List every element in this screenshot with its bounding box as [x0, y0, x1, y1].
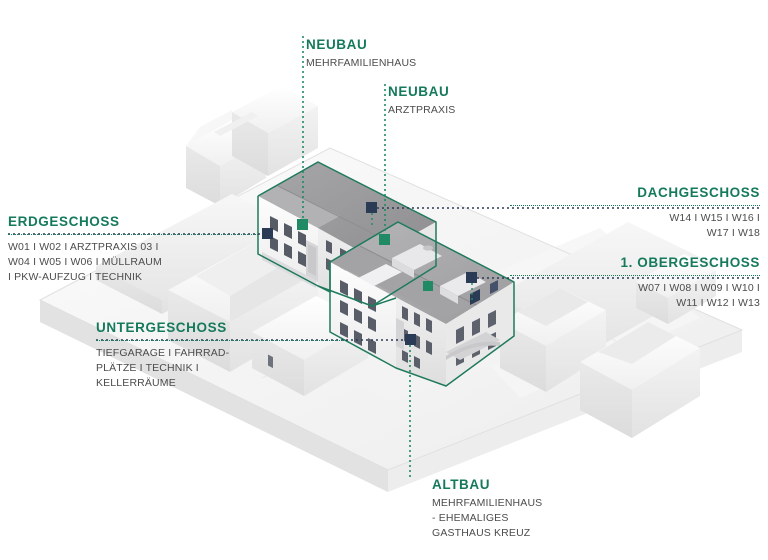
context-buildings-right — [496, 222, 716, 438]
callout-neubau-mehrfamilienhaus: NEUBAU MEHRFAMILIENHAUS — [306, 37, 417, 71]
connector-markers — [262, 202, 477, 345]
callout-body: MEHRFAMILIENHAUS — [306, 56, 417, 69]
callout-title: UNTERGESCHOSS — [96, 320, 227, 335]
callout-untergeschoss: UNTERGESCHOSS TIEFGARAGE I FAHRRAD- PLÄT… — [96, 320, 346, 392]
callout-body: MEHRFAMILIENHAUS - EHEMALIGES GASTHAUS K… — [432, 496, 543, 540]
callout-rule — [8, 233, 258, 235]
callout-title: 1. OBERGESCHOSS — [620, 255, 760, 270]
callout-body: W07 I W08 I W09 I W10 I W11 I W12 I W13 — [638, 281, 760, 310]
callout-rule — [96, 339, 346, 341]
callout-altbau: ALTBAU MEHRFAMILIENHAUS - EHEMALIGES GAS… — [432, 477, 632, 542]
marker-obergeschoss[interactable] — [466, 272, 477, 283]
callout-rule — [510, 204, 760, 206]
callout-title: NEUBAU — [306, 37, 368, 52]
callout-body: TIEFGARAGE I FAHRRAD- PLÄTZE I TECHNIK I… — [96, 346, 230, 390]
callout-body: W01 I W02 I ARZTPRAXIS 03 I W04 I W05 I … — [8, 240, 162, 284]
callout-title: NEUBAU — [388, 84, 450, 99]
marker-building-node[interactable] — [423, 281, 433, 291]
callout-rule — [510, 274, 760, 276]
marker-neubau-arztpraxis[interactable] — [379, 234, 390, 245]
callout-title: ERDGESCHOSS — [8, 214, 120, 229]
callout-erdgeschoss: ERDGESCHOSS W01 I W02 I ARZTPRAXIS 03 I … — [8, 214, 258, 286]
callout-neubau-arztpraxis: NEUBAU ARZTPRAXIS — [388, 84, 456, 118]
callout-dachgeschoss: DACHGESCHOSS W14 I W15 I W16 I W17 I W18 — [510, 185, 760, 241]
callout-obergeschoss: 1. OBERGESCHOSS W07 I W08 I W09 I W10 I … — [510, 255, 760, 311]
callout-body: ARZTPRAXIS — [388, 103, 456, 116]
marker-erdgeschoss[interactable] — [262, 228, 273, 239]
project-outline — [257, 161, 515, 387]
callout-body: W14 I W15 I W16 I W17 I W18 — [669, 211, 760, 240]
callout-title: ALTBAU — [432, 477, 491, 492]
marker-untergeschoss[interactable] — [405, 334, 416, 345]
neubau-arztpraxis-building — [330, 222, 514, 386]
callout-title: DACHGESCHOSS — [637, 185, 760, 200]
marker-dachgeschoss[interactable] — [366, 202, 377, 213]
marker-neubau-mfh[interactable] — [297, 219, 308, 230]
